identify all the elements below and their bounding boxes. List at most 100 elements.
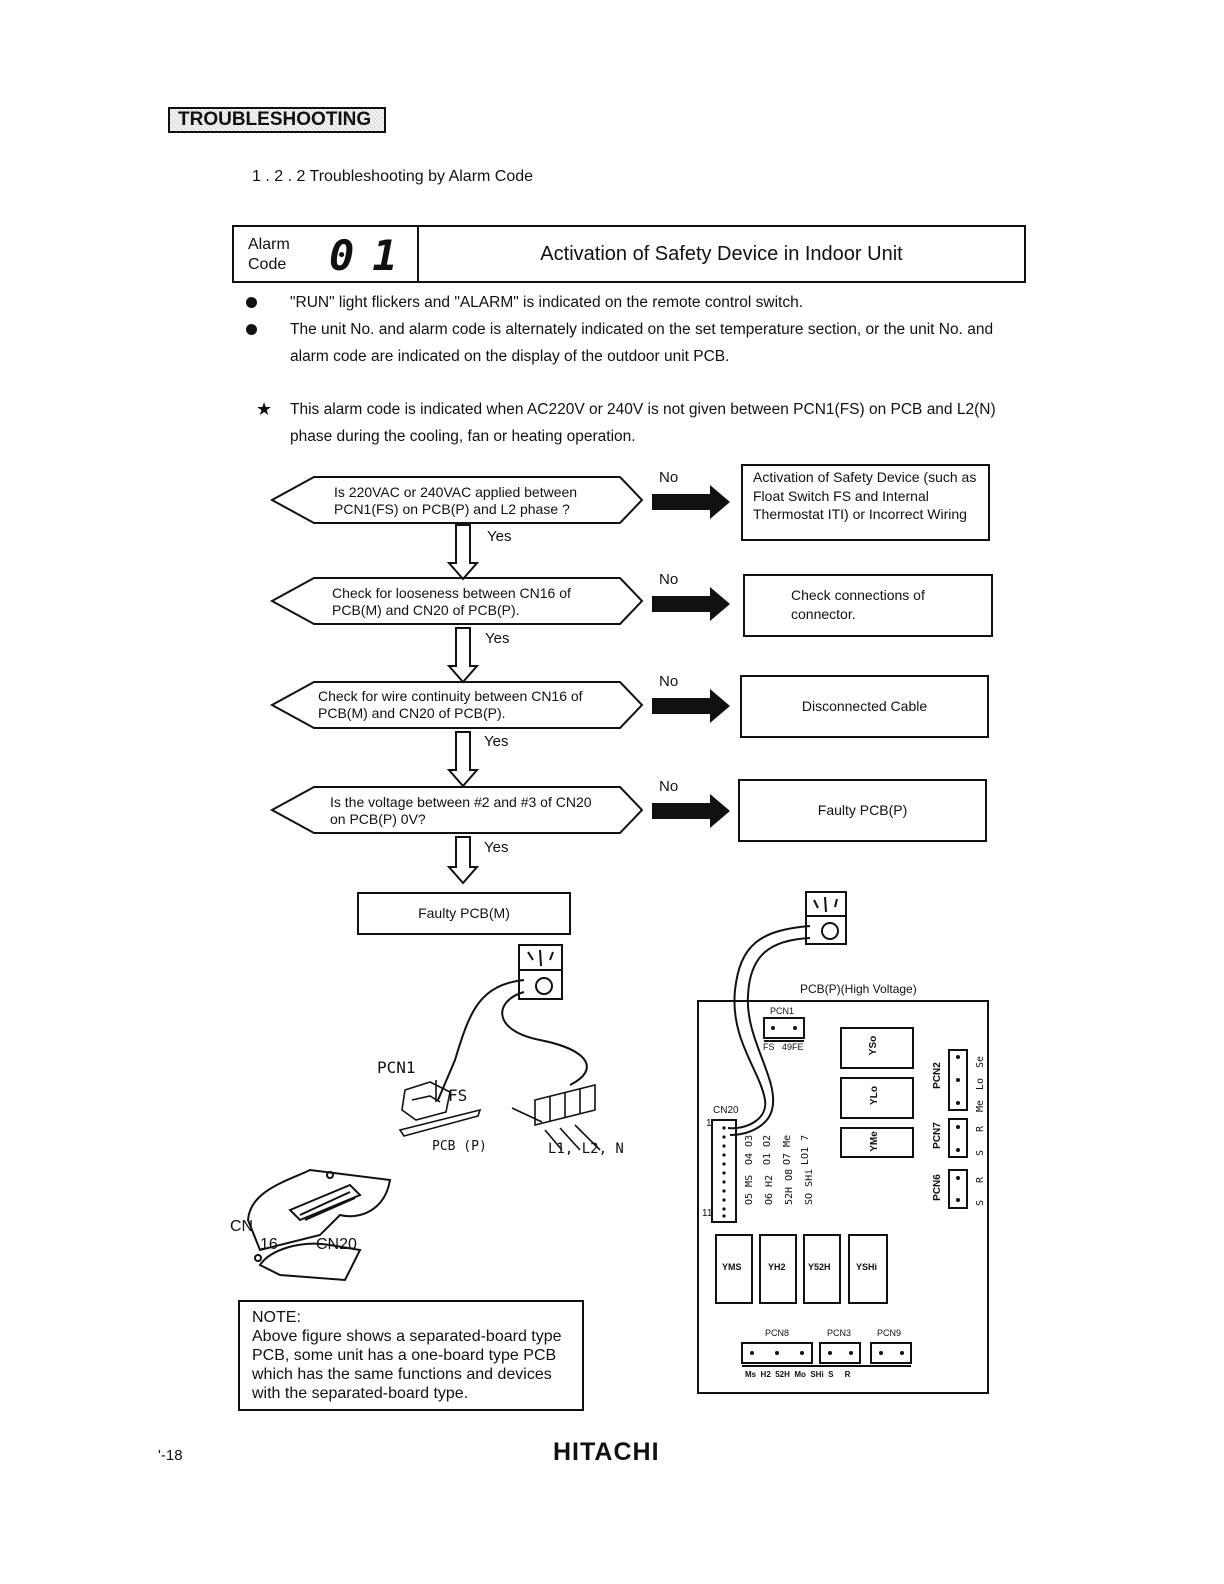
pcn1-board-label: PCN1 [770, 1006, 795, 1016]
pcn1-block [763, 1017, 805, 1039]
brand-logo: HITACHI [553, 1438, 660, 1466]
pcn7-block [948, 1118, 968, 1158]
yes-arrow-1 [446, 524, 480, 581]
bullet-2: The unit No. and alarm code is alternate… [246, 316, 1024, 370]
cn20-pin-glyphs: O4 O3 O1 O2 O7 Me LO1 7 O5 MS O6 H2 52H … [744, 1056, 986, 1206]
relay-y52h [803, 1234, 841, 1304]
code-label: Code [248, 256, 287, 273]
decision-2 [269, 577, 644, 625]
pcn3-block [819, 1342, 861, 1364]
bottom-pins-label: Ms H2 52H Mo SHi S R [745, 1370, 851, 1379]
yes-arrow-3 [446, 731, 480, 788]
pcn2-label: PCN2 [931, 1062, 943, 1089]
pcn3-label: PCN3 [827, 1328, 852, 1338]
decision-2-text: Check for looseness between CN16 of PCB(… [332, 585, 571, 618]
cn20-pin11: 11 [702, 1208, 713, 1219]
yes-arrow-4 [446, 836, 480, 885]
svg-text:Se: Se [975, 1056, 986, 1068]
decision-1 [269, 476, 644, 524]
no-arrow-3 [652, 689, 730, 723]
relay-yh2-label: YH2 [768, 1262, 786, 1272]
pcn8-block [741, 1342, 813, 1364]
svg-text:SO SHi: SO SHi [804, 1169, 815, 1205]
svg-text:R: R [975, 1125, 986, 1132]
relay-yso-label: YSo [868, 1035, 880, 1056]
svg-text:O7 Me: O7 Me [782, 1135, 793, 1165]
cn20-board-label: CN20 [713, 1105, 739, 1116]
section-tab-label: TROUBLESHOOTING [178, 109, 372, 130]
no-label-2: No [659, 571, 679, 588]
svg-text:R: R [975, 1176, 986, 1183]
pcb-p-label: PCB (P) [432, 1139, 487, 1154]
svg-text:O1 O2: O1 O2 [762, 1135, 773, 1165]
no-label-3: No [659, 673, 679, 690]
relay-yshi [848, 1234, 888, 1304]
svg-text:S: S [975, 1150, 986, 1156]
pcn6-block [948, 1169, 968, 1209]
result-box-1: Activation of Safety Device (such as Flo… [741, 464, 990, 541]
cn16-label-a: CN [230, 1218, 254, 1235]
fs-label: FS [448, 1086, 468, 1105]
relay-yme-label: YMe [868, 1131, 880, 1152]
no-arrow-4 [652, 794, 730, 828]
yes-label-1: Yes [487, 528, 512, 545]
decision-4 [269, 786, 644, 834]
result-box-4: Faulty PCB(P) [738, 779, 987, 842]
svg-text:Me: Me [975, 1100, 986, 1112]
section-title: 1 . 2 . 2 Troubleshooting by Alarm Code [252, 168, 534, 185]
bullet-1: "RUN" light flickers and "ALARM" is indi… [246, 289, 1004, 316]
pcn8-label: PCN8 [765, 1328, 790, 1338]
relay-yms-label: YMS [722, 1262, 742, 1272]
terminal-label: L1, L2, N [548, 1141, 624, 1157]
relay-yms [715, 1234, 753, 1304]
alarm-code-box: Alarm Code 01 Activation of Safety Devic… [232, 225, 1026, 283]
alarm-title: Activation of Safety Device in Indoor Un… [540, 242, 903, 265]
final-result-box: Faulty PCB(M) [357, 892, 571, 935]
pcn1-connector-drawing [398, 1080, 482, 1137]
pcn1-label: PCN1 [377, 1058, 416, 1077]
star-icon: ★ [256, 399, 273, 419]
alarm-code-digits: 01 [329, 231, 416, 280]
decision-4-text: Is the voltage between #2 and #3 of CN20… [330, 794, 592, 827]
svg-text:52H O8: 52H O8 [784, 1169, 795, 1205]
multimeter-left [437, 944, 588, 1101]
relay-yh2 [759, 1234, 797, 1304]
note-box: NOTE: Above figure shows a separated-boa… [238, 1300, 584, 1411]
result-box-2: Check connections of connector. [743, 574, 993, 637]
pcn1-pins-label: FS 49FE [763, 1042, 804, 1052]
cn20-label: CN20 [316, 1236, 357, 1253]
decision-3-text: Check for wire continuity between CN16 o… [318, 688, 583, 721]
relay-yshi-label: YSHi [856, 1262, 878, 1272]
no-label-1: No [659, 469, 679, 486]
yes-arrow-2 [446, 627, 480, 684]
multimeter-right [727, 891, 847, 1136]
relay-y52h-label: Y52H [808, 1262, 831, 1272]
svg-text:LO1 7: LO1 7 [800, 1135, 811, 1165]
svg-text:S: S [975, 1200, 986, 1206]
section-tab: TROUBLESHOOTING [168, 107, 386, 133]
no-label-4: No [659, 778, 679, 795]
pcn9-block [870, 1342, 912, 1364]
page-number: '-18 [158, 1447, 183, 1464]
alarm-code-cell: Alarm Code 01 [234, 227, 419, 281]
star-note: ★ This alarm code is indicated when AC22… [256, 396, 1020, 450]
svg-text:O4 O3: O4 O3 [744, 1135, 755, 1165]
result-box-3: Disconnected Cable [740, 675, 989, 738]
relay-yso [840, 1027, 914, 1069]
relay-yme [840, 1127, 914, 1158]
bullet-dot-icon [246, 297, 257, 308]
bullet-dot-icon [246, 324, 257, 335]
cn20-pin1: 1 [706, 1118, 712, 1129]
relay-ylo [840, 1077, 914, 1119]
pcb-p-board [697, 1000, 989, 1394]
yes-label-4: Yes [484, 839, 509, 856]
note-heading: NOTE: [252, 1309, 301, 1326]
pcn7-label: PCN7 [931, 1122, 943, 1149]
terminal-block-drawing [511, 1083, 601, 1151]
pcn9-label: PCN9 [877, 1328, 902, 1338]
yes-label-3: Yes [484, 733, 509, 750]
svg-text:O5 MS: O5 MS [744, 1175, 755, 1205]
relay-ylo-label: YLo [868, 1086, 880, 1105]
pcb-high-voltage-title: PCB(P)(High Voltage) [800, 982, 917, 996]
